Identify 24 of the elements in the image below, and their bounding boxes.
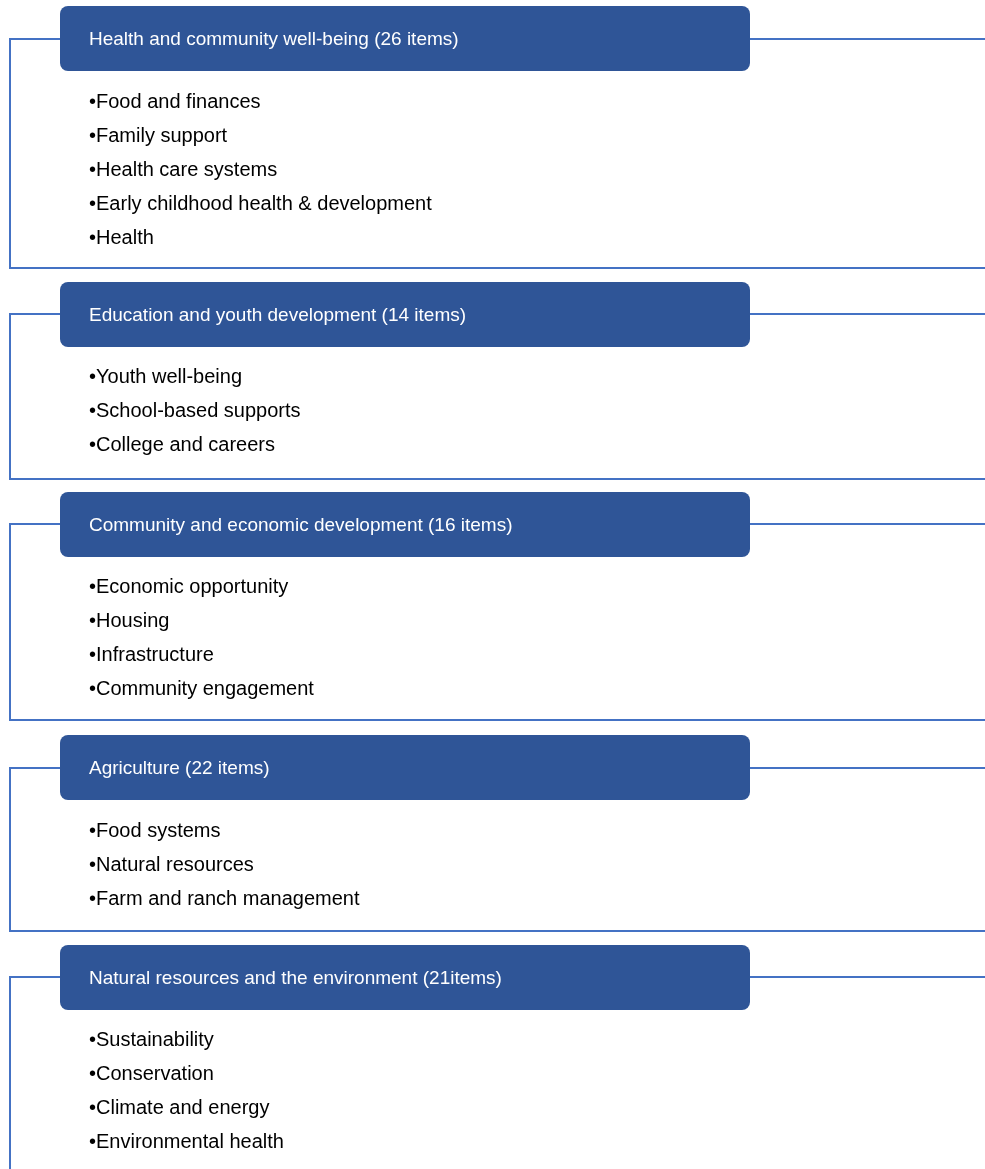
section-header: Natural resources and the environment (21items)	[60, 945, 750, 1010]
section-header: Agriculture (22 items)	[60, 735, 750, 800]
list-item: •Infrastructure	[89, 642, 214, 667]
list-item: •Health	[89, 225, 154, 250]
list-item: •College and careers	[89, 432, 275, 457]
section-header: Community and economic development (16 items)	[60, 492, 750, 557]
list-item: •Youth well-being	[89, 364, 243, 389]
list-item: •Community engagement	[89, 676, 314, 701]
list-item: •Early childhood health & development	[89, 191, 432, 216]
list-item: •Health care systems	[89, 157, 278, 182]
list-item: •Natural resources	[89, 852, 254, 877]
list-item: •Environmental health	[89, 1129, 284, 1154]
list-item: •Conservation	[89, 1061, 214, 1086]
list-item: •Farm and ranch management	[89, 886, 360, 911]
list-item: •Climate and energy	[89, 1095, 270, 1120]
list-item: •Family support	[89, 123, 228, 148]
section-header: Education and youth development (14 items)	[60, 282, 750, 347]
list-item: •Food and finances	[89, 89, 261, 114]
list-item: •Sustainability	[89, 1027, 214, 1052]
list-item: •Housing	[89, 608, 170, 633]
list-item: •Economic opportunity	[89, 574, 289, 599]
list-item: •Food systems	[89, 818, 221, 843]
list-item: •School-based supports	[89, 398, 301, 423]
section-header: Health and community well-being (26 items)	[60, 6, 750, 71]
